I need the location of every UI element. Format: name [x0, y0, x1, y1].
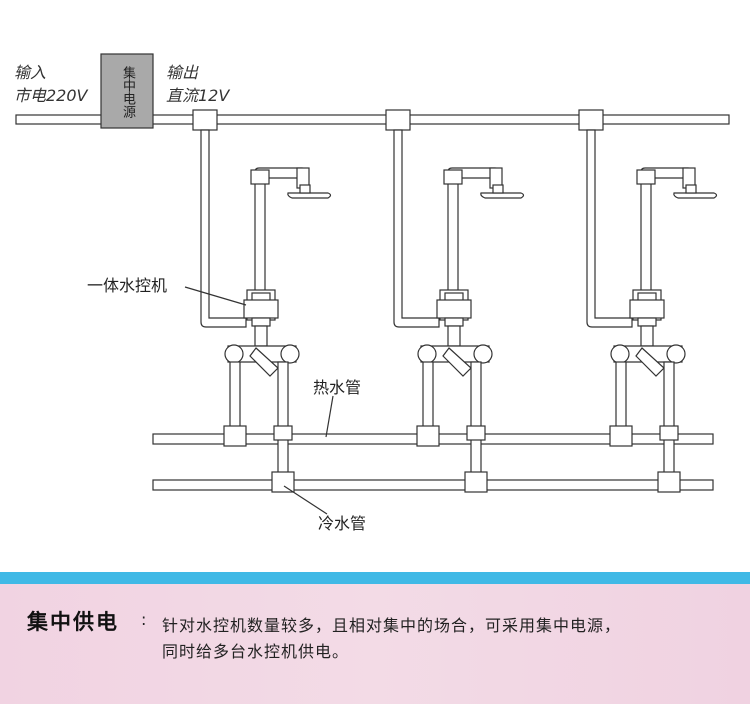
diagram-canvas: [15, 53, 730, 515]
riser-coupling: [636, 169, 656, 185]
riser-coupling: [250, 169, 270, 185]
cold-crossing-clip: [466, 425, 486, 441]
mixer-cap-right: [666, 344, 686, 364]
summary-line-1: 针对水控机数量较多，且相对集中的场合，可采用集中电源，: [162, 616, 622, 635]
accent-band: [0, 572, 750, 584]
psu-label: 集中电源: [120, 66, 135, 118]
mixer-handle: [442, 347, 472, 377]
psu-box: [100, 53, 154, 129]
cold-branch-pipe: [663, 361, 675, 481]
input-voltage-label: 市电220V: [14, 86, 88, 105]
hot-branch-pipe: [615, 361, 627, 435]
controller-housing: [243, 299, 279, 319]
mixer-cap-left: [224, 344, 244, 364]
shower-unit-1: [192, 109, 332, 493]
power-cable: [15, 114, 730, 125]
hot-pipe-leader: [325, 395, 334, 438]
valve-stem: [447, 325, 461, 347]
signal-wire: [586, 129, 633, 328]
hot-branch-pipe: [229, 361, 241, 435]
riser-pipe: [254, 179, 266, 293]
controller-label: 一体水控机: [87, 276, 168, 295]
riser-pipe: [447, 179, 459, 293]
valve-stem: [640, 325, 654, 347]
riser-pipe: [640, 179, 652, 293]
mixer-cap-right: [473, 344, 493, 364]
valve-stem: [254, 325, 268, 347]
mixer-handle: [635, 347, 665, 377]
mixer-cap-right: [280, 344, 300, 364]
riser-coupling: [443, 169, 463, 185]
cold-tee: [657, 471, 681, 493]
output-label: 输出: [166, 63, 199, 82]
hot-pipe-label: 热水管: [313, 378, 362, 397]
hot-tee: [609, 425, 633, 447]
shower-head: [480, 192, 525, 199]
mixer-cap-left: [610, 344, 630, 364]
shower-neck: [492, 184, 504, 194]
junction-box: [578, 109, 604, 131]
cold-water-pipe: [152, 479, 714, 491]
controller-base: [637, 317, 657, 327]
controller-leader: [184, 286, 247, 306]
mixer-handle: [249, 347, 279, 377]
power-supply-diagram: 输入 市电220V 集中电源 输出 直流12V 一体水控机 热水管 冷水管: [14, 53, 730, 533]
controller-housing: [629, 299, 665, 319]
cold-crossing-clip: [273, 425, 293, 441]
mixer-cap-left: [417, 344, 437, 364]
shower-unit-3: [578, 109, 718, 493]
shower-head: [287, 192, 332, 199]
summary-panel: 集中供电 : 针对水控机数量较多，且相对集中的场合，可采用集中电源， 同时给多台…: [0, 584, 750, 704]
shower-neck: [685, 184, 697, 194]
controller-base: [251, 317, 271, 327]
shower-head: [673, 192, 718, 199]
summary-line-2: 同时给多台水控机供电。: [162, 642, 350, 661]
output-voltage-label: 直流12V: [166, 86, 230, 105]
summary-colon: :: [141, 610, 147, 629]
shower-unit-2: [385, 109, 525, 493]
cold-tee: [271, 471, 295, 493]
cold-tee: [464, 471, 488, 493]
signal-wire: [393, 129, 440, 328]
shower-neck: [299, 184, 311, 194]
input-label: 输入: [14, 63, 47, 82]
junction-box: [385, 109, 411, 131]
signal-wire: [200, 129, 247, 328]
junction-box: [192, 109, 218, 131]
hot-branch-pipe: [422, 361, 434, 435]
cold-crossing-clip: [659, 425, 679, 441]
cold-pipe-leader: [283, 485, 328, 515]
cold-branch-pipe: [470, 361, 482, 481]
controller-housing: [436, 299, 472, 319]
cold-pipe-label: 冷水管: [318, 514, 367, 533]
hot-tee: [223, 425, 247, 447]
cold-branch-pipe: [277, 361, 289, 481]
hot-tee: [416, 425, 440, 447]
summary-title: 集中供电: [27, 610, 119, 634]
controller-base: [444, 317, 464, 327]
